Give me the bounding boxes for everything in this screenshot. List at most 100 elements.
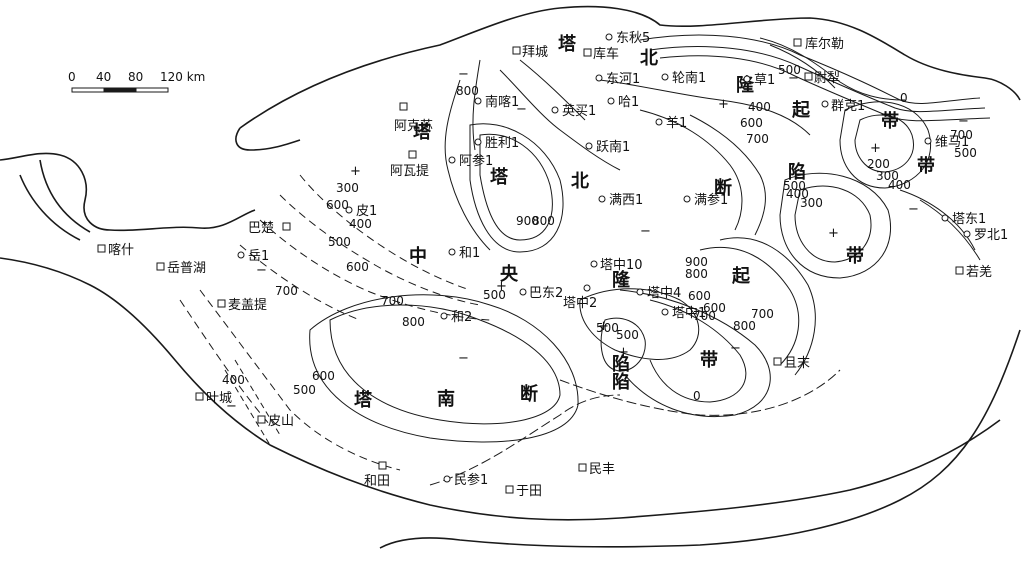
structure-sign: + <box>598 319 609 334</box>
town-label: 和田 <box>364 474 390 489</box>
town-label: 草1 <box>754 73 775 88</box>
structure-sign: + <box>828 226 839 241</box>
well-marker <box>345 206 353 214</box>
contour-label: 500 <box>778 63 801 77</box>
town-label: 轮南1 <box>672 70 706 86</box>
central-uplift-char: 央 <box>500 263 519 285</box>
town-label: 民丰 <box>589 462 615 477</box>
contour-label: 900 <box>516 214 539 228</box>
structure-sign: + <box>870 141 881 156</box>
contour-label: 700 <box>751 307 774 321</box>
structure-sign: − <box>458 351 469 366</box>
contour-label: 800 <box>456 84 479 98</box>
structure-sign: − <box>640 224 651 239</box>
region-labels: 塔 北 隆 起 带 塔 北 断 陷 塔 中 央 隆 起 带 陷 带 带 塔 南 … <box>354 33 935 411</box>
well-marker <box>683 195 691 203</box>
town-label: 岳1 <box>248 249 269 264</box>
well-marker <box>605 33 613 41</box>
central-uplift-char: 隆 <box>612 269 631 291</box>
well-marker <box>607 97 615 105</box>
city-marker <box>793 38 802 47</box>
structure-sign: + <box>350 164 361 179</box>
south-depression-char: 塔 <box>354 389 373 411</box>
north-depression-char: 陷 <box>788 161 806 183</box>
structure-sign: − <box>908 202 919 217</box>
town-label: 库尔勒 <box>805 36 844 52</box>
contour-label: 400 <box>222 373 245 387</box>
well-marker <box>743 75 751 83</box>
north-uplift-char: 带 <box>881 111 899 132</box>
town-label: 麦盖提 <box>228 297 267 313</box>
well-marker <box>661 73 669 81</box>
well-marker <box>551 106 559 114</box>
city-marker <box>955 266 964 275</box>
north-uplift-char: 塔 <box>558 33 577 55</box>
basin-outline <box>0 5 1021 549</box>
southeast-belt-char: 带 <box>917 156 935 177</box>
city-marker <box>378 461 387 470</box>
town-label: 且末 <box>784 356 810 371</box>
contour-label: 800 <box>402 315 425 329</box>
town-label: 喀什 <box>108 242 134 258</box>
city-marker <box>583 48 592 57</box>
contour-label: 600 <box>326 198 349 212</box>
town-label: 民参1 <box>454 472 488 488</box>
structure-sign: + <box>618 345 629 360</box>
town-label: 群克1 <box>831 99 865 114</box>
contour-label: 800 <box>532 214 555 228</box>
contour-label: 500 <box>616 328 639 342</box>
scale-tick-80: 80 <box>128 70 143 84</box>
town-label: 东河1 <box>606 72 640 87</box>
town-label: 巴楚 <box>248 221 274 236</box>
well-marker <box>661 308 669 316</box>
central-uplift-char: 起 <box>731 265 751 287</box>
structure-sign: − <box>730 341 741 356</box>
town-label: 东秋5 <box>616 31 650 46</box>
town-label: 若羌 <box>966 264 992 280</box>
town-label: 叶城 <box>206 391 232 406</box>
well-marker <box>448 248 456 256</box>
north-depression-char: 塔 <box>490 166 509 188</box>
contour-label: 500 <box>293 383 316 397</box>
town-label: 塔中1 <box>672 306 706 321</box>
town-label: 皮1 <box>356 204 377 219</box>
south-depression-char: 断 <box>520 383 538 405</box>
well-marker <box>237 251 245 259</box>
contour-label: 600 <box>346 260 369 274</box>
contour-label: 200 <box>867 157 890 171</box>
well-marker <box>636 288 644 296</box>
contour-label: 500 <box>954 146 977 160</box>
well-marker <box>585 142 593 150</box>
well-marker <box>595 74 603 82</box>
structure-sign: + <box>718 97 729 112</box>
town-label: 拜城 <box>522 45 548 60</box>
structure-sign: − <box>958 114 969 129</box>
town-label: 塔东1 <box>952 212 986 227</box>
town-label: 塔中4 <box>647 286 681 301</box>
town-label: 英买1 <box>562 104 596 119</box>
town-label: 跃南1 <box>596 139 630 155</box>
well-marker <box>655 118 663 126</box>
town-label: 胜利1 <box>485 136 519 151</box>
well-marker <box>963 230 971 238</box>
town-label: 于田 <box>516 484 542 499</box>
town-label: 维马1 <box>935 135 969 150</box>
structure-signs: − − + − − + + − + − − + + + − − − <box>226 67 969 414</box>
north-depression-char: 北 <box>571 171 589 192</box>
contour-label: 900 <box>685 255 708 269</box>
city-marker <box>512 46 521 55</box>
city-marker <box>505 485 514 494</box>
well-marker <box>583 284 591 292</box>
contour-label: 400 <box>888 178 911 192</box>
city-marker <box>399 102 408 111</box>
structure-sign: + <box>496 279 507 294</box>
city-marker <box>804 72 813 81</box>
contour-label: 500 <box>596 321 619 335</box>
town-label: 尉犁 <box>814 71 840 86</box>
well-marker <box>941 214 949 222</box>
contour-label: 400 <box>786 187 809 201</box>
contour-label: 700 <box>381 294 404 308</box>
well-marker <box>440 312 448 320</box>
town-label: 和1 <box>459 246 480 261</box>
